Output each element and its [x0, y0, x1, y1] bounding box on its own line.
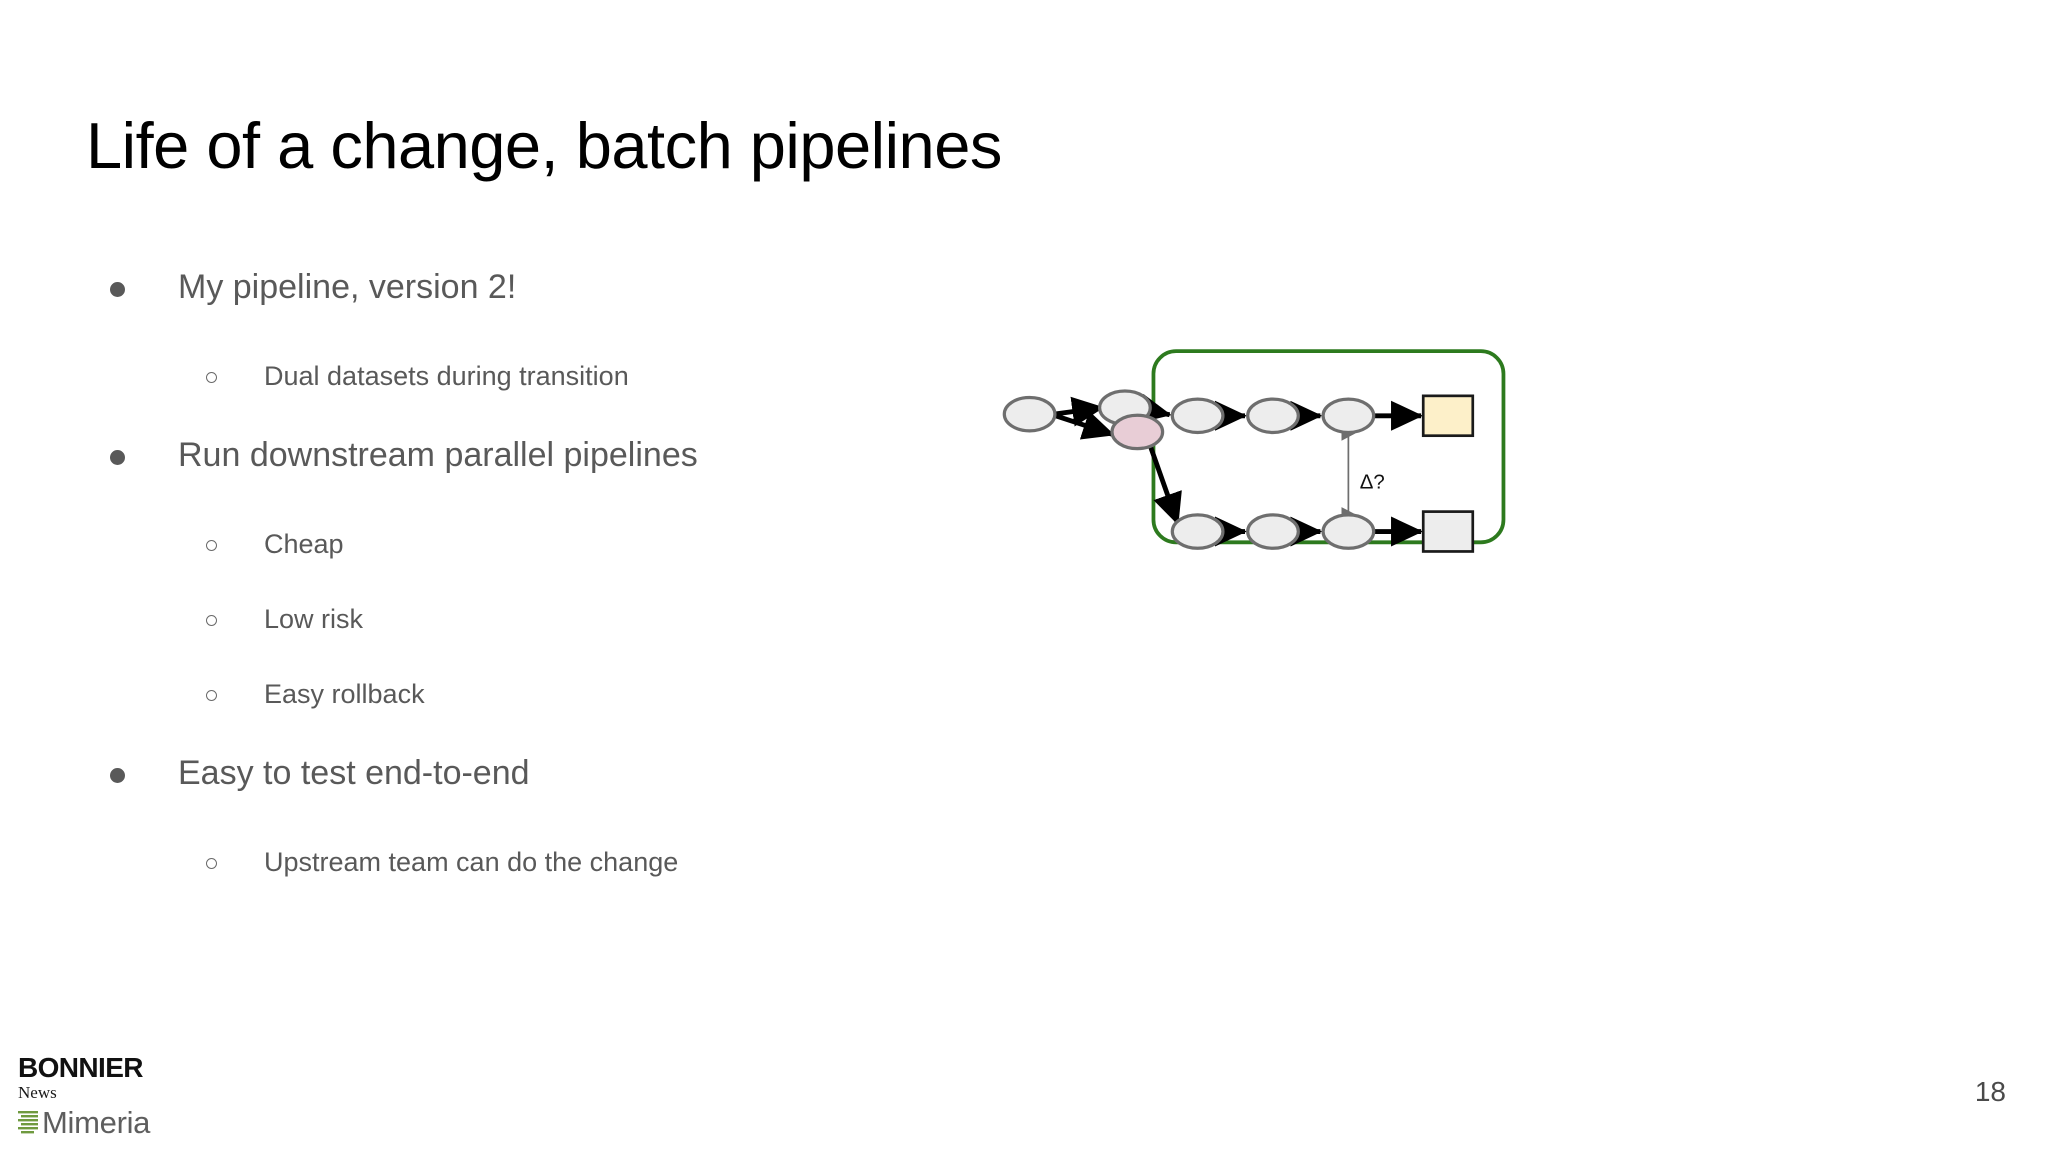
list-item-label: Upstream team can do the change [264, 847, 679, 877]
node-top-2 [1246, 397, 1300, 435]
list-item: Upstream team can do the change [110, 847, 1010, 878]
list-item-label: Cheap [264, 529, 344, 559]
mimeria-stripes-icon [18, 1111, 38, 1134]
list-item: Low risk [110, 604, 1010, 635]
node-v2-root-changed [1110, 413, 1165, 451]
node-bot-1 [1170, 513, 1225, 550]
list-item-label: Low risk [264, 604, 364, 634]
logo-bonnier-wordmark: BONNIER [18, 1052, 144, 1084]
list-item: Cheap [110, 529, 1010, 560]
logo-mimeria-wordmark: Mimeria [42, 1105, 151, 1140]
list-item-label: Run downstream parallel pipelines [178, 436, 698, 474]
node-top-1 [1170, 397, 1225, 435]
list-item: Dual datasets during transition [110, 361, 1010, 392]
list-item: Easy to test end-to-end [110, 754, 1010, 793]
list-item-label: Dual datasets during transition [264, 361, 629, 391]
page-title: Life of a change, batch pipelines [86, 109, 1002, 182]
list-item-label: Easy to test end-to-end [178, 754, 530, 792]
list-item: Run downstream parallel pipelines [110, 436, 1010, 475]
bullet-list: My pipeline, version 2! Dual datasets du… [110, 268, 1010, 922]
list-item-label: My pipeline, version 2! [178, 268, 517, 306]
edge-source-to-v1 [1053, 396, 1105, 427]
output-dataset-default [1421, 510, 1475, 553]
node-bot-2 [1246, 513, 1300, 550]
delta-label: Δ? [1360, 470, 1385, 493]
page-number: 18 [1974, 1076, 2006, 1107]
bonnier-news-mimeria-logo: BONNIER News Mimeria [18, 1054, 268, 1138]
list-item: My pipeline, version 2! [110, 268, 1010, 307]
node-top-3 [1321, 397, 1376, 435]
list-item: Easy rollback [110, 679, 1010, 710]
pipeline-diagram: Δ? [1000, 300, 2010, 580]
edge-v2-to-bot1 [1147, 443, 1182, 526]
node-source [1002, 395, 1057, 433]
edge-source-to-v2 [1053, 410, 1115, 440]
list-item-label: Easy rollback [264, 679, 425, 709]
logo-news-wordmark: News [18, 1083, 57, 1103]
output-dataset-highlight [1421, 394, 1475, 438]
node-bot-3 [1321, 513, 1376, 550]
pipeline-diagram-svg: Δ? [1002, 349, 1506, 553]
